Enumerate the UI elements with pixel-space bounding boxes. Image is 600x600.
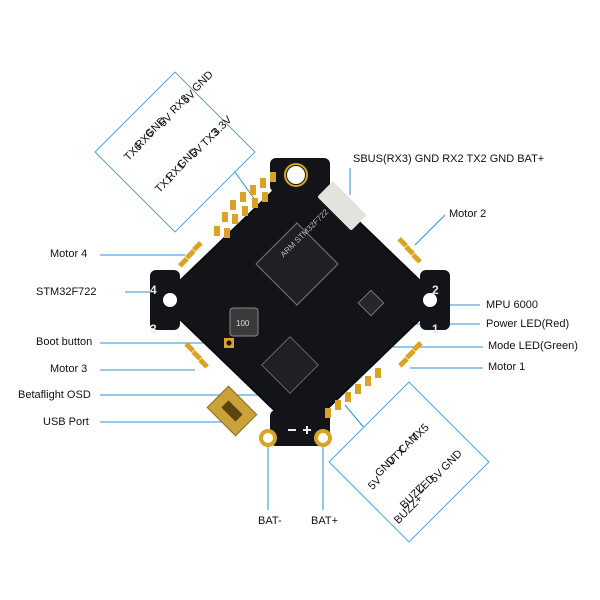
osd-chip [261, 336, 319, 394]
label-stm32: STM32F722 [36, 286, 97, 298]
label-sbus: SBUS(RX3) GND RX2 TX2 GND BAT+ [353, 153, 545, 165]
header-pads-bottom [325, 368, 381, 418]
motor-number-2: 2 [432, 283, 439, 297]
label-boot-button: Boot button [36, 336, 93, 348]
mount-hole-right [423, 293, 437, 307]
motor-pads [178, 237, 423, 369]
inductor [229, 307, 259, 337]
label-mode-led: Mode LED(Green) [488, 340, 578, 352]
motor-number-4: 4 [150, 283, 157, 297]
label-motor1: Motor 1 [488, 361, 526, 373]
motor-number-3: 3 [150, 322, 157, 336]
mcu-chip [255, 222, 339, 306]
sbus-connector [318, 182, 366, 230]
mpu-chip [357, 289, 385, 317]
label-motor4: Motor 4 [50, 248, 88, 260]
label-motor2: Motor 2 [449, 208, 487, 220]
pcb-board [150, 158, 450, 447]
mount-hole-top [287, 166, 305, 184]
motor-number-1: 1 [432, 322, 439, 336]
header-pads-top [214, 172, 276, 238]
label-motor3: Motor 3 [50, 363, 88, 375]
label-usb-port: USB Port [43, 416, 89, 428]
label-bat-minus: BAT- [258, 515, 282, 527]
label-power-led: Power LED(Red) [486, 318, 570, 330]
mount-hole-left [163, 293, 177, 307]
label-bat-plus: BAT+ [311, 515, 339, 527]
label-mpu: MPU 6000 [486, 299, 538, 311]
inductor-marking: 100 [236, 319, 250, 328]
label-betaflight-osd: Betaflight OSD [18, 389, 91, 401]
leader-motor2 [414, 214, 446, 246]
